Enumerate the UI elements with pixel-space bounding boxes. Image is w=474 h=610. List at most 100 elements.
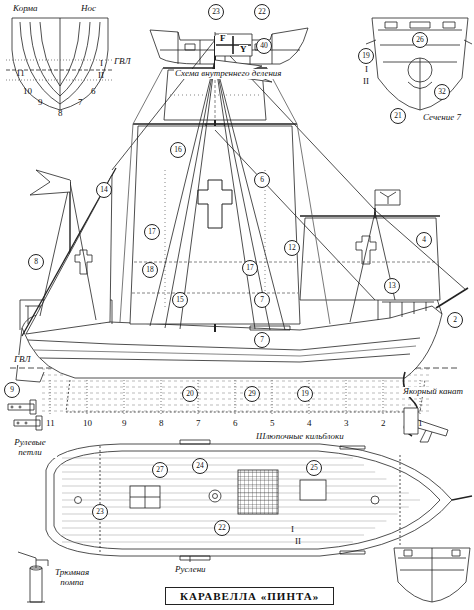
station-number: 8 — [158, 419, 165, 429]
deck-plan — [46, 440, 472, 562]
part-label: Трюмная помпа — [45, 568, 99, 588]
drawing-stroke — [62, 514, 398, 515]
callout-number: 7 — [254, 292, 270, 308]
drawing-stroke — [198, 180, 232, 228]
drawing-stroke — [8, 400, 42, 430]
drawing-stroke — [62, 479, 386, 480]
callout-number: 8 — [28, 254, 44, 270]
station-number: 4 — [306, 419, 313, 429]
station-number: 8 — [57, 109, 64, 119]
callout-number: 29 — [244, 386, 260, 402]
part-label: Якорный канат — [402, 387, 464, 397]
callout-number: 32 — [434, 84, 450, 100]
callout-number: 16 — [170, 142, 186, 158]
drawing-stroke — [12, 18, 108, 110]
drawing-stroke — [404, 408, 448, 442]
station-number: 9 — [121, 419, 128, 429]
drawing-stroke — [124, 380, 125, 414]
station-number: II — [97, 71, 105, 81]
drawing-stroke — [213, 494, 218, 499]
drawing-stroke — [130, 486, 160, 508]
flag-letter: Y — [239, 45, 248, 55]
drawing-stroke — [408, 58, 432, 110]
part-label: Рулевые петли — [3, 438, 57, 458]
drawing-stroke — [398, 548, 466, 602]
drawing-stroke — [19, 406, 21, 408]
drawing-stroke — [60, 22, 100, 104]
drawing-stroke — [62, 458, 420, 542]
callout-number: 6 — [254, 172, 270, 188]
part-label: Сечение 7 — [422, 113, 462, 123]
drawing-stroke — [75, 497, 82, 504]
drawing-stroke — [394, 548, 470, 602]
callout-number: 17 — [144, 224, 160, 240]
drawing-stroke — [50, 380, 51, 414]
drawing-stroke — [420, 380, 421, 414]
station-number: 10 — [22, 87, 33, 97]
drawing-stroke — [371, 496, 379, 504]
station-number: I — [99, 59, 104, 69]
drawing-stroke — [62, 542, 353, 543]
callout-number: 12 — [284, 240, 300, 256]
part-label: Корма — [12, 4, 38, 14]
drawing-stroke — [62, 493, 409, 494]
drawing-stroke — [180, 440, 365, 560]
drawing-stroke — [46, 444, 452, 556]
drawing-stroke — [12, 18, 108, 19]
drawing-stroke — [34, 346, 416, 356]
drawing-stroke — [27, 568, 45, 602]
drawing-stroke — [62, 486, 398, 487]
drawing-stroke — [150, 28, 308, 64]
drawing-stroke — [62, 507, 409, 508]
callout-number: 25 — [306, 460, 322, 476]
drawing-stroke — [62, 535, 364, 536]
drawing-stroke — [235, 380, 236, 414]
drawing-stroke — [62, 472, 375, 473]
callout-number: 9 — [4, 382, 20, 398]
station-number: II — [294, 537, 302, 547]
part-label: ГВЛ — [13, 355, 32, 365]
callout-number: 7 — [254, 332, 270, 348]
callout-number: 17 — [242, 260, 258, 276]
drawing-stroke — [390, 302, 426, 318]
callout-number: 22 — [214, 520, 230, 536]
drawing-stroke — [375, 190, 400, 208]
station-number: 3 — [343, 419, 350, 429]
drawing-stroke — [190, 556, 191, 562]
title-text: КАРАВЕЛЛА «ПИНТА» — [180, 590, 319, 602]
station-number: 2 — [380, 419, 387, 429]
station-number: 11 — [15, 69, 26, 79]
station-number: 1 — [417, 419, 424, 429]
callout-number: 27 — [152, 462, 168, 478]
callout-number: 20 — [182, 386, 198, 402]
callout-number: 19 — [297, 386, 313, 402]
drawing-stroke — [404, 550, 460, 556]
drawing-stroke — [198, 380, 199, 414]
drawing-stroke — [11, 406, 13, 408]
drawing-stroke — [40, 40, 466, 320]
details — [8, 372, 470, 602]
drawing-stroke — [272, 380, 273, 414]
callout-number: 13 — [384, 278, 400, 294]
callout-number: 14 — [96, 182, 112, 198]
drawing-stroke — [160, 32, 300, 64]
callout-number: 40 — [256, 38, 272, 54]
callout-number: 23 — [208, 4, 224, 20]
drawing-stroke — [28, 338, 420, 362]
part-label: Руслени — [174, 565, 207, 575]
callout-number: 24 — [192, 458, 208, 474]
drawing-stroke — [215, 32, 252, 56]
drawing-stroke — [209, 490, 221, 502]
station-number: 7 — [77, 98, 84, 108]
drawing-stroke — [130, 126, 300, 324]
part-label: Нос — [80, 4, 97, 14]
station-number: 11 — [45, 419, 56, 429]
drawing-stroke — [383, 380, 384, 414]
flag-letter: F — [219, 34, 227, 44]
part-label: Шлюпочные кильблоки — [255, 432, 345, 442]
drawing-stroke — [350, 212, 395, 322]
drawing-stroke — [378, 30, 462, 62]
drawing-stroke — [22, 168, 116, 336]
station-number: 6 — [90, 87, 97, 97]
